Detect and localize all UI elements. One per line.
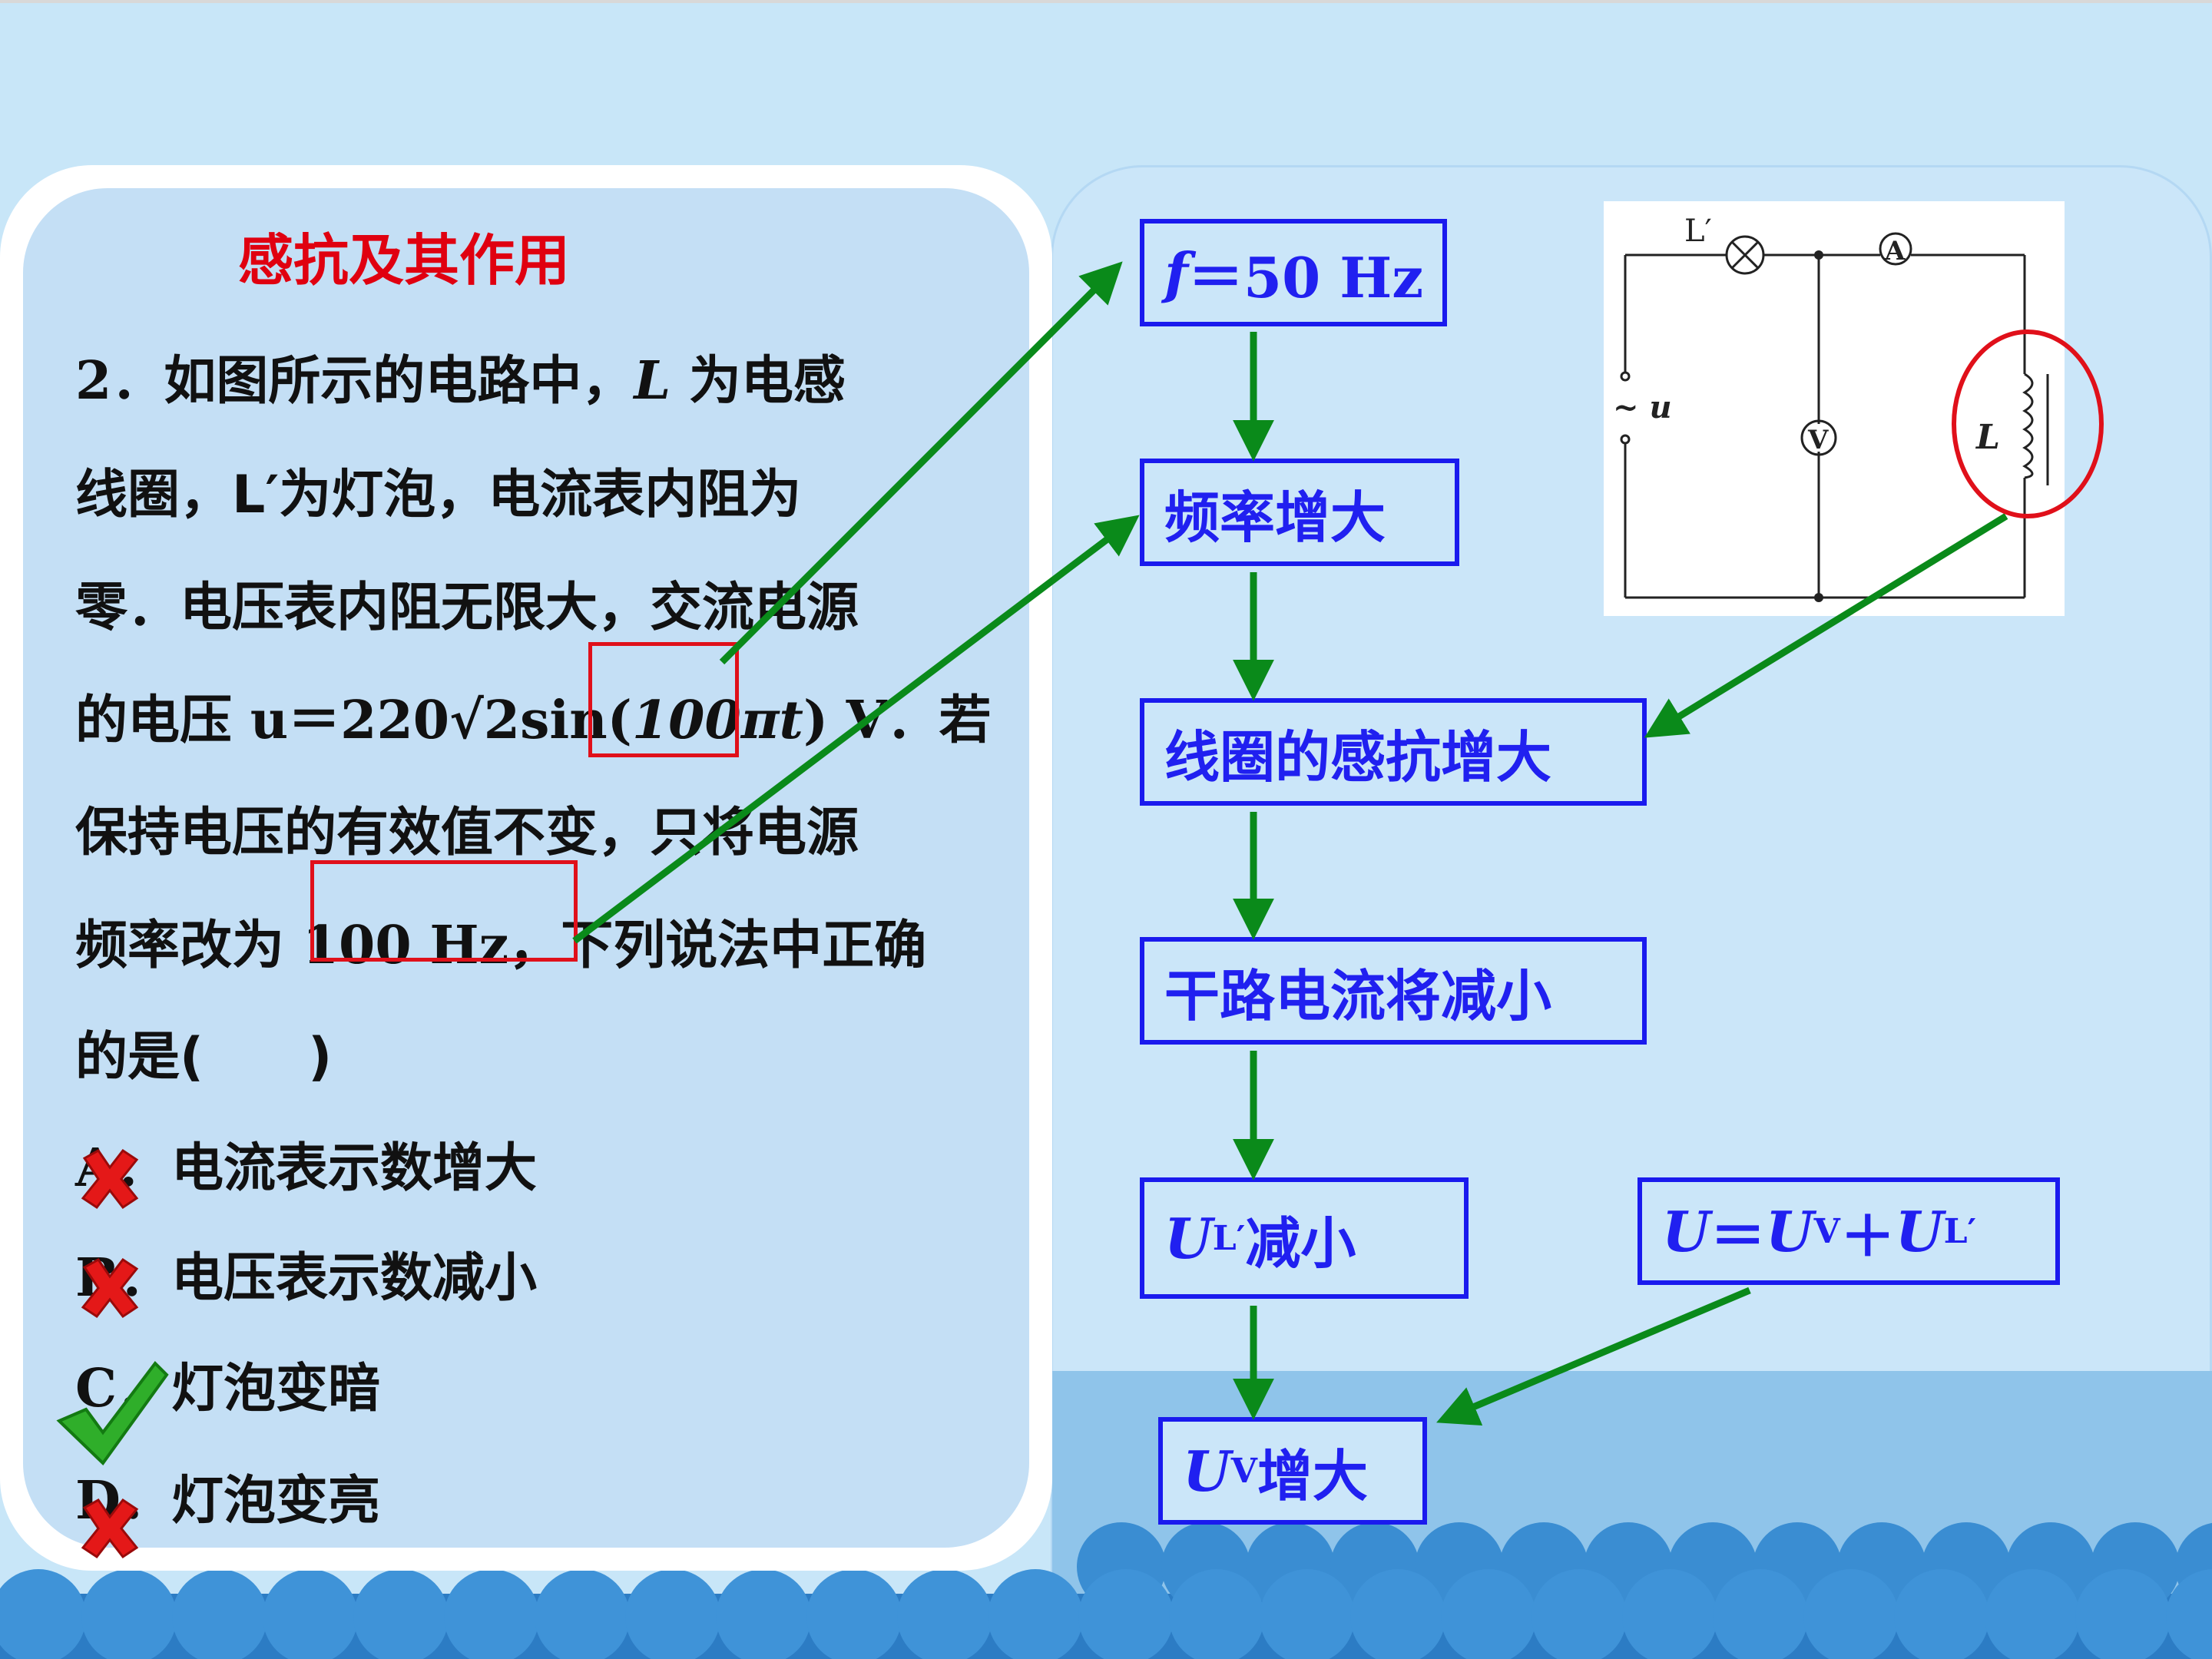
flow-uv-U: U	[1183, 1438, 1231, 1504]
wave-arc	[1713, 1569, 1808, 1659]
question-text-1: 如图所示的电路中，	[164, 351, 634, 412]
flow-uv-sub: V	[1230, 1451, 1257, 1491]
eq-U: U	[1662, 1198, 1710, 1264]
option-b[interactable]: B．电压表示数减小	[75, 1235, 537, 1311]
question-text-6: 频率改为	[75, 916, 285, 976]
wave-arc	[1350, 1569, 1445, 1659]
cross-icon	[81, 1257, 139, 1319]
highlight-100hz	[310, 860, 578, 962]
wave-arc	[1169, 1569, 1264, 1659]
wave-arc	[2166, 1569, 2212, 1659]
voltmeter-label: V	[1807, 425, 1829, 455]
wave-arc	[625, 1569, 720, 1659]
question-line-1: 2．如图所示的电路中，L 为电感	[75, 338, 846, 414]
question-var-L: L	[634, 350, 671, 412]
flow-ul-U: U	[1164, 1205, 1213, 1271]
question-text-1-end: 为电感	[671, 351, 846, 412]
wave-arc	[1078, 1569, 1174, 1659]
top-border	[0, 0, 2212, 3]
wave-arc	[1441, 1569, 1536, 1659]
wave-decoration	[0, 1522, 2212, 1659]
eq-U3: U	[1895, 1198, 1944, 1264]
question-line-4: 的电压 u＝220√2sin(100πt) V．若	[75, 677, 992, 753]
frequency-value: 100 Hz	[302, 915, 509, 976]
eq-equals: ＝	[1710, 1203, 1766, 1269]
option-c[interactable]: C．灯泡变暗	[75, 1346, 380, 1422]
wave-arc	[988, 1569, 1083, 1659]
cross-icon	[81, 1148, 139, 1210]
lamp-label: L′	[1684, 214, 1712, 249]
flow-box-current-decrease: 干路电流将减小	[1140, 937, 1647, 1045]
wave-arc	[353, 1569, 449, 1659]
option-b-text: 电压表示数减小	[171, 1248, 538, 1309]
eq-sub-l: L′	[1943, 1211, 1977, 1251]
voltage-formula-c: ) V．若	[803, 690, 992, 751]
wave-arc	[1894, 1569, 1989, 1659]
wave-arc	[2075, 1569, 2171, 1659]
option-d[interactable]: D．灯泡变亮	[75, 1458, 380, 1534]
flow-box-reactance-increase: 线圈的感抗增大	[1140, 698, 1647, 806]
wave-arc	[1803, 1569, 1899, 1659]
flow-box-freq-increase: 频率增大	[1140, 459, 1459, 566]
flow-ul-sub: L′	[1212, 1218, 1246, 1258]
question-text-4: 的电压	[75, 690, 250, 751]
circuit-svg: L′ A V ~ u L	[1613, 214, 2049, 602]
question-number: 2．	[75, 350, 164, 412]
question-line-2: 线圈，L′为灯泡，电流表内阻为	[75, 465, 802, 525]
wave-arc	[535, 1569, 630, 1659]
question-line-3: 零．电压表内阻无限大，交流电源	[75, 578, 859, 638]
wave-arc	[897, 1569, 992, 1659]
voltage-formula-a: u＝220√2sin(	[250, 690, 632, 751]
wave-arc	[716, 1569, 811, 1659]
wave-arc	[1985, 1569, 2080, 1659]
wave-arc	[172, 1569, 267, 1659]
slide-title: 感抗及其作用	[238, 228, 571, 293]
option-a[interactable]: A．电流表示数增大	[75, 1125, 537, 1201]
wave-arc	[1622, 1569, 1717, 1659]
wave-arc	[806, 1569, 902, 1659]
check-icon	[56, 1360, 169, 1466]
eq-U2: U	[1765, 1198, 1814, 1264]
ammeter-label: A	[1884, 236, 1906, 267]
eq-plus: ＋	[1839, 1203, 1896, 1269]
flow-f-value: ＝50 Hz	[1187, 244, 1424, 310]
inductor-label: L	[1975, 418, 2000, 457]
wave-arc	[263, 1569, 358, 1659]
wave-arc	[0, 1569, 86, 1659]
flow-f-var: f	[1164, 240, 1188, 306]
option-a-text: 电流表示数增大	[171, 1138, 538, 1199]
question-line-7: 的是( )	[75, 1027, 333, 1088]
question-line-5: 保持电压的有效值不变，只将电源	[75, 803, 859, 863]
option-c-text: 灯泡变暗	[171, 1359, 381, 1419]
source-label: ~ u	[1613, 389, 1672, 426]
circuit-diagram: L′ A V ~ u L	[1604, 201, 2065, 616]
flow-ul-text: 减小	[1245, 1210, 1356, 1276]
wave-arc	[81, 1569, 177, 1659]
cross-icon	[81, 1498, 139, 1559]
highlight-100pit	[588, 642, 739, 757]
wave-arc	[1260, 1569, 1355, 1659]
flow-box-frequency: f＝50 Hz	[1140, 219, 1447, 326]
wave-arc	[1532, 1569, 1627, 1659]
wave-arc	[444, 1569, 539, 1659]
eq-sub-v: V	[1813, 1211, 1840, 1251]
option-d-text: 灯泡变亮	[171, 1471, 381, 1532]
flow-uv-text: 增大	[1257, 1443, 1368, 1508]
